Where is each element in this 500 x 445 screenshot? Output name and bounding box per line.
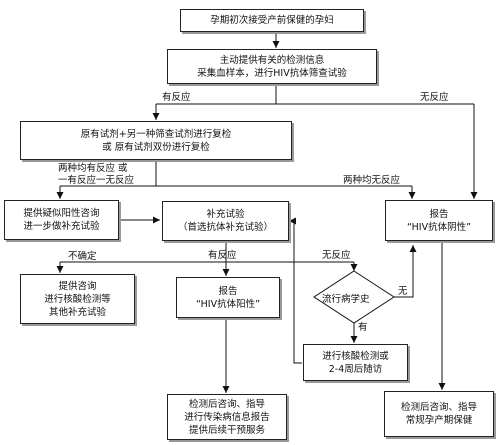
nucleic-followup-text-1: 进行核酸检测或 (322, 350, 389, 362)
supplement-box: 补充试验 （首选抗体补充试验） (162, 201, 289, 241)
counsel-suspect-text-2: 进一步做补充试验 (23, 221, 100, 232)
label-yes: 有 (358, 322, 368, 333)
label-uncertain: 不确定 (68, 251, 97, 262)
post-positive-text-1: 检测后咨询、指导 (188, 398, 265, 410)
start-box: 孕期初次接受产前保健的孕妇 (180, 9, 364, 32)
counsel-suspect-text-1: 提供疑似阳性咨询 (23, 208, 100, 219)
post-positive-box: 检测后咨询、指导 进行传染病信息报告 提供后续干预服务 (167, 394, 287, 440)
report-positive-text-2: “HIV抗体阳性” (196, 298, 260, 310)
decision-epi-history (313, 270, 395, 324)
arrow-nucleic-loop-to-supplement (289, 217, 302, 364)
epi-history-text: 流行病学史 (322, 294, 370, 305)
label-both-none: 两种均无反应 (343, 175, 401, 186)
label-supp-reactive: 有反应 (208, 250, 237, 261)
label-nonreactive: 无反应 (420, 92, 449, 103)
report-positive-box: 报告 “HIV抗体阳性” (176, 277, 280, 318)
screen-text-1: 主动提供有关的检测信息 (219, 54, 325, 66)
counsel-nucleic-text-1: 提供咨询 (58, 280, 97, 292)
counsel-nucleic-text-2: 进行核酸检测等 (44, 293, 111, 305)
label-reactive: 有反应 (162, 92, 191, 103)
supplement-text-1: 补充试验 (206, 209, 245, 220)
counsel-nucleic-box: 提供咨询 进行核酸检测等 其他补充试验 (20, 274, 135, 324)
arrow-epi-none-to-report-negative (393, 245, 417, 298)
recheck-text-2: 或 原有试剂双份进行复检 (102, 141, 210, 153)
nucleic-followup-box: 进行核酸检测或 2-4周后随访 (303, 344, 408, 381)
recheck-text-1: 原有试剂+另一种筛查试剂进行复检 (80, 128, 232, 140)
start-text: 孕期初次接受产前保健的孕妇 (210, 15, 334, 26)
report-positive-text-1: 报告 (218, 285, 238, 297)
recheck-box: 原有试剂+另一种筛查试剂进行复检 或 原有试剂双份进行复检 (20, 121, 292, 160)
report-negative-text-1: 报告 (429, 208, 449, 220)
screen-text-2: 采集血样本，进行HIV抗体筛查试验 (197, 67, 347, 79)
counsel-nucleic-text-3: 其他补充试验 (48, 306, 106, 318)
label-both-or-one-2: 一有反应一无反应 (58, 175, 135, 186)
nucleic-followup-text-2: 2-4周后随访 (328, 363, 383, 375)
counsel-suspect-box: 提供疑似阳性咨询 进一步做补充试验 (4, 200, 119, 240)
post-positive-text-3: 提供后续干预服务 (188, 424, 265, 436)
supplement-text-2: （首选抗体补充试验） (177, 222, 273, 233)
report-negative-box: 报告 “HIV抗体阴性” (385, 200, 493, 241)
label-supp-nonreactive: 无反应 (322, 250, 351, 261)
post-positive-text-2: 进行传染病信息报告 (184, 411, 270, 423)
label-none: 无 (398, 286, 408, 297)
report-negative-text-2: “HIV抗体阴性” (407, 221, 471, 233)
label-both-or-one-1: 两种均有反应 或 (58, 163, 128, 174)
post-negative-text-2: 常规孕产期保健 (405, 415, 473, 426)
post-negative-text-1: 检测后咨询、指导 (400, 402, 477, 413)
screen-box: 主动提供有关的检测信息 采集血样本，进行HIV抗体筛查试验 (167, 49, 377, 84)
post-negative-box: 检测后咨询、指导 常规孕产期保健 (384, 391, 494, 437)
